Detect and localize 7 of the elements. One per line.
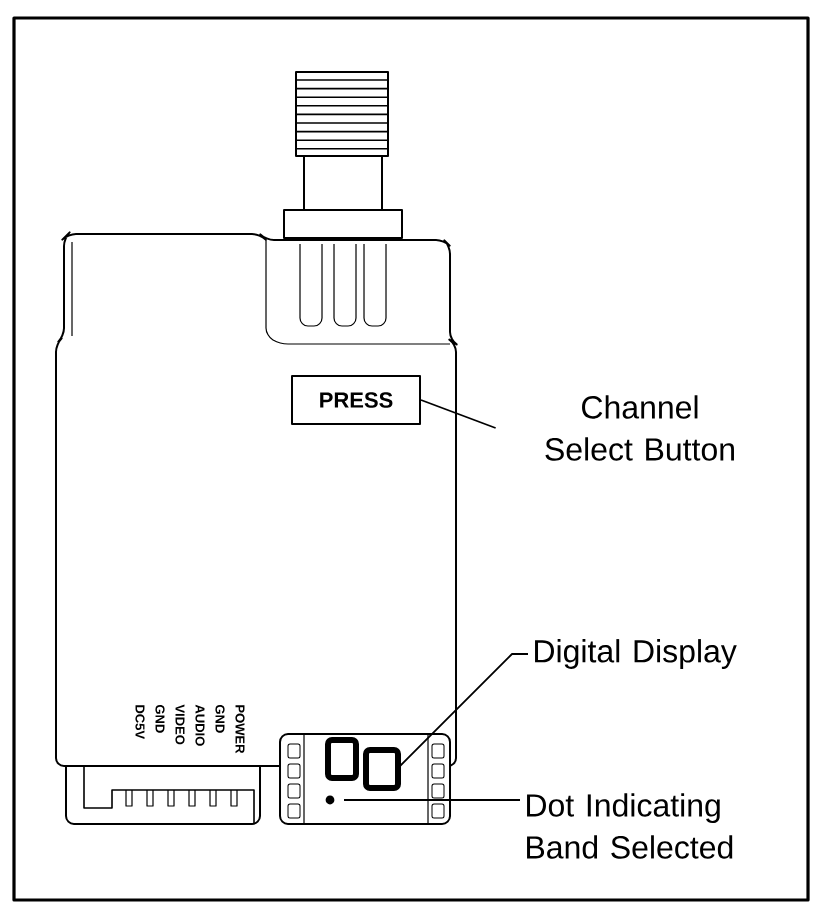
leader-line [399, 653, 529, 767]
leader-line [420, 399, 497, 429]
callout-text: Digital Display [535, 639, 737, 669]
leader-line [343, 799, 521, 801]
callout-text: Dot Indicating Band Selected [527, 793, 733, 859]
press-button: PRESS [291, 375, 421, 425]
callout-text: Channel Select Button [545, 395, 734, 461]
